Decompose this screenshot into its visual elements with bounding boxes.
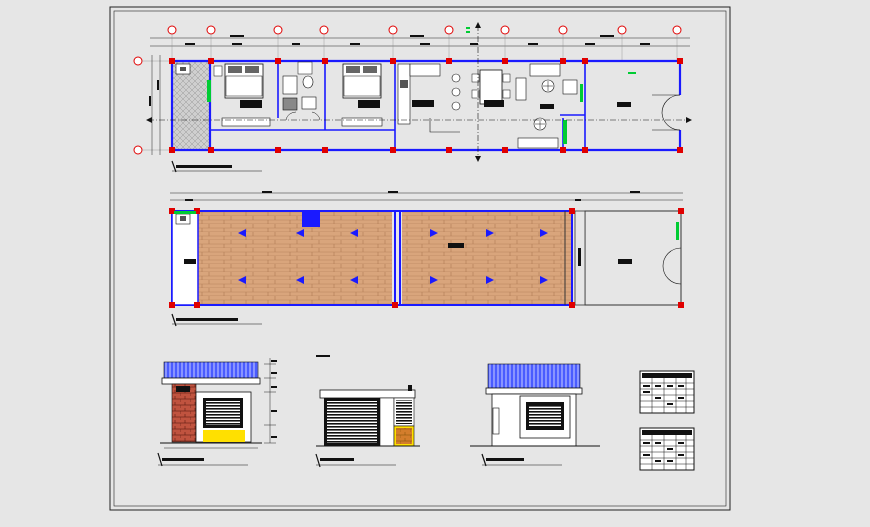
sheet-frame-inner <box>113 10 727 507</box>
side-elevation <box>470 363 600 467</box>
schedule-table-2 <box>639 427 695 471</box>
schedule-table-1 <box>639 370 695 414</box>
columns <box>169 58 683 153</box>
section <box>315 355 420 468</box>
bathroom <box>282 61 321 121</box>
living-room <box>515 63 578 149</box>
roof-plan-title <box>171 313 262 327</box>
kitchen <box>397 63 461 133</box>
bed-1 <box>213 63 271 127</box>
grid-bubbles-top <box>167 25 682 35</box>
floor-plan-title <box>171 160 262 173</box>
garage-entry <box>617 94 681 131</box>
sheet-frame-outer <box>109 6 731 511</box>
section-title <box>315 453 396 468</box>
grid-bubbles-left <box>133 56 143 155</box>
bed-2 <box>341 63 383 127</box>
roof-plan <box>169 191 684 327</box>
front-elevation <box>157 358 277 467</box>
ground-floor-plan <box>133 22 692 173</box>
side-elevation-title <box>481 453 562 467</box>
dining-table <box>471 69 511 107</box>
front-elevation-title <box>157 452 248 467</box>
roof-slope-arrows <box>238 229 548 284</box>
